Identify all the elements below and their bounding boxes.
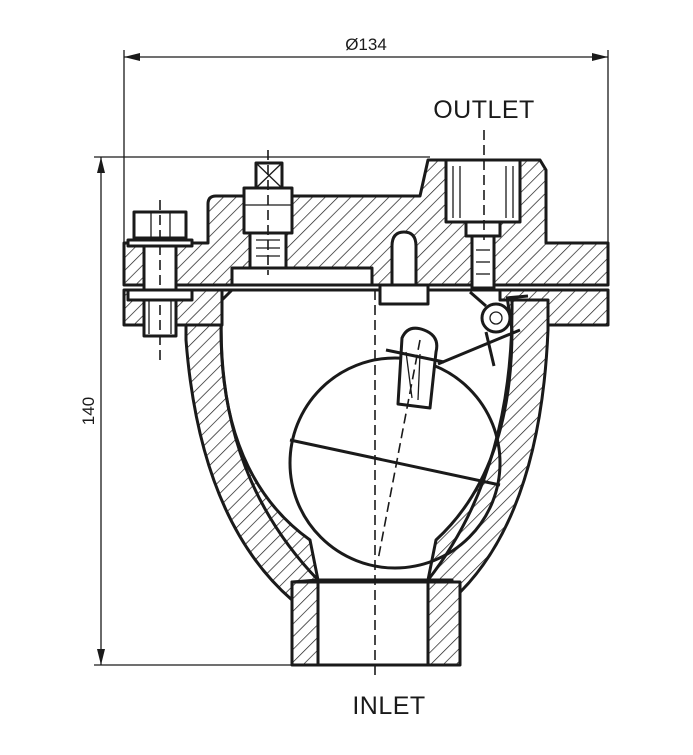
pivot-pin bbox=[378, 230, 430, 306]
height-dimension: 140 bbox=[79, 156, 430, 666]
outlet-label: OUTLET bbox=[433, 96, 535, 124]
valve-cover bbox=[122, 158, 610, 292]
outlet-valve-mechanism bbox=[437, 220, 529, 367]
valve-body bbox=[122, 288, 610, 667]
diameter-dimension: Ø134 bbox=[123, 35, 609, 245]
height-label: 140 bbox=[79, 397, 98, 425]
vent-screw bbox=[242, 150, 294, 275]
cover-bolt bbox=[126, 200, 194, 360]
center-lines bbox=[374, 130, 485, 680]
float-ball bbox=[288, 326, 502, 570]
inlet-label: INLET bbox=[352, 692, 425, 720]
diameter-label: Ø134 bbox=[345, 35, 387, 54]
